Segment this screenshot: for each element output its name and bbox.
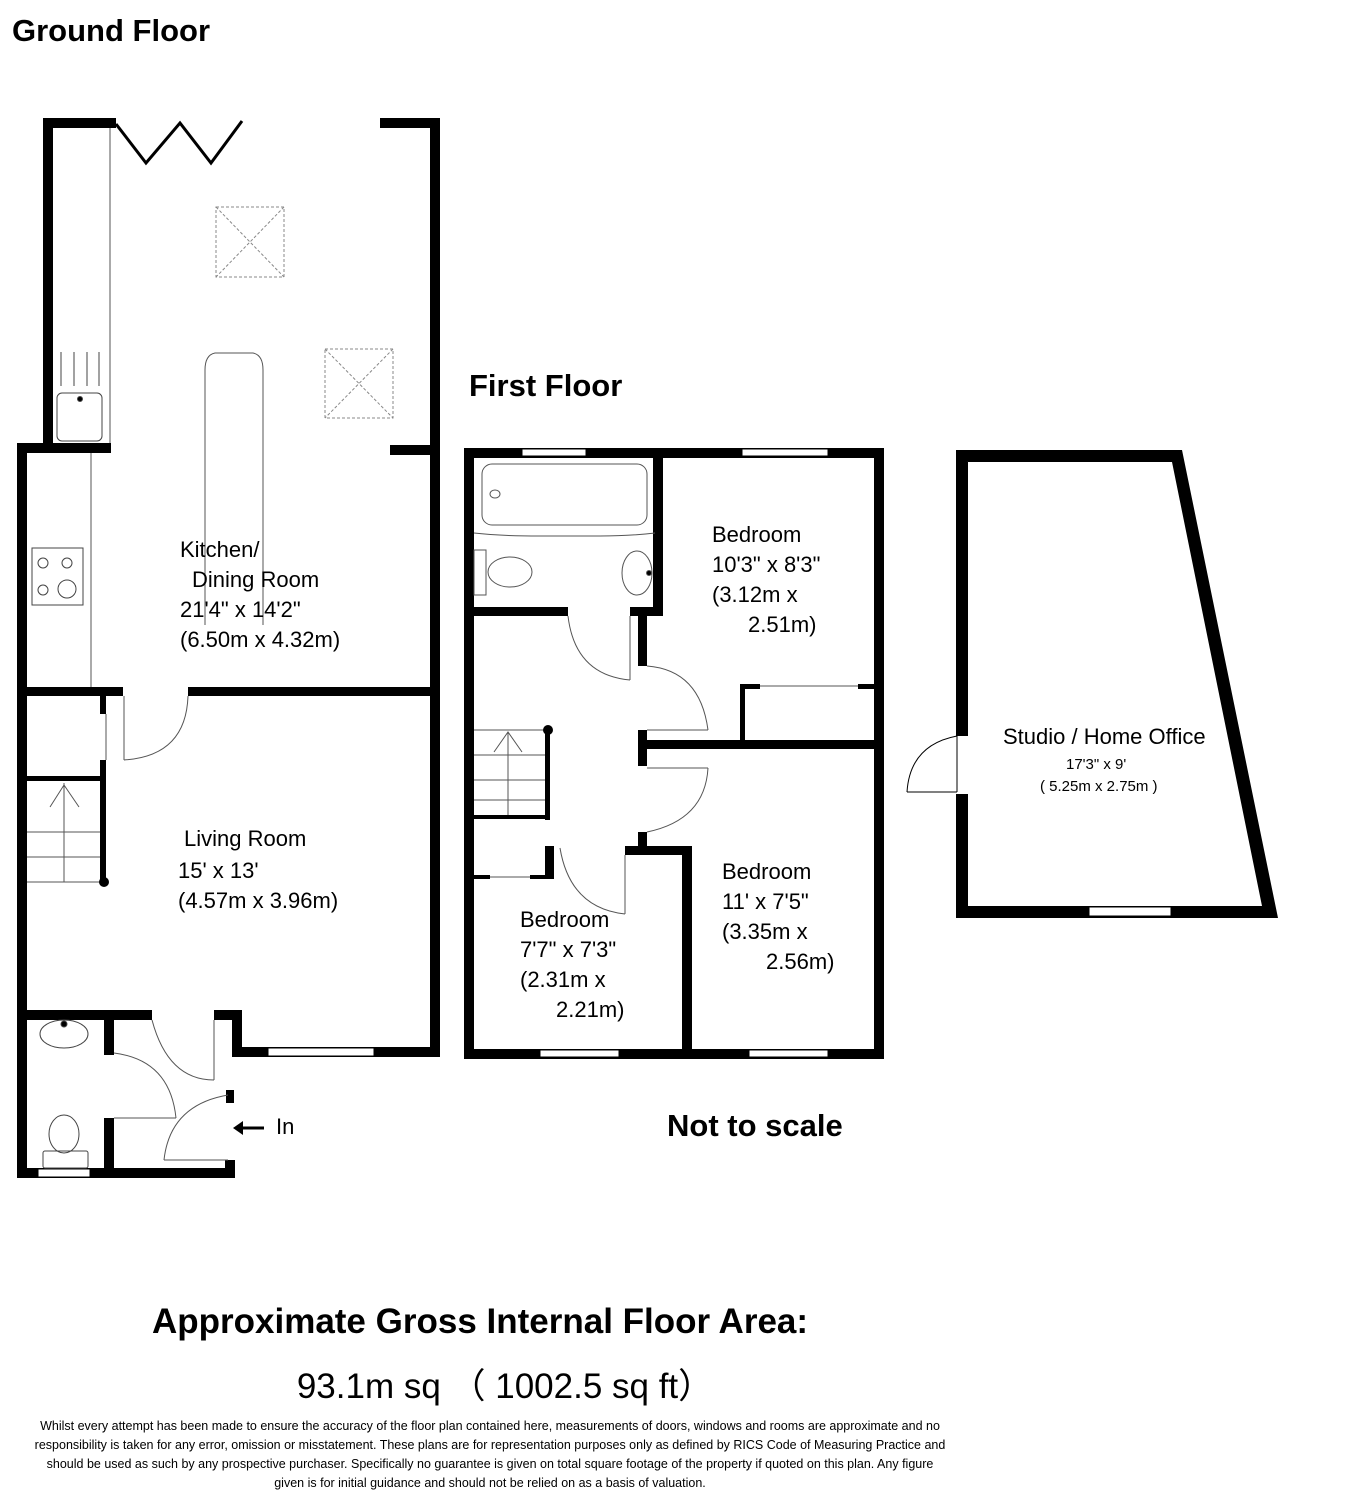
door-swing-icon — [490, 615, 858, 915]
room-name: Bedroom — [712, 522, 802, 547]
disclaimer-text: Whilst every attempt has been made to en… — [34, 1419, 946, 1490]
floor-area-value: 93.1m sq （ 1002.5 sq ft） — [296, 1367, 714, 1406]
bedroom-1-label: Bedroom 10'3" x 8'3" (3.12m x 2.51m) — [712, 520, 820, 640]
bedroom-2-label: Bedroom 11' x 7'5" (3.35m x 2.56m) — [722, 857, 834, 977]
window-icon — [521, 448, 829, 1058]
kitchen-room-label: Kitchen/ Dining Room 21'4" x 14'2" (6.50… — [180, 535, 340, 655]
room-name: Bedroom — [520, 907, 610, 932]
room-dimensions-imperial: 15' x 13' — [178, 858, 259, 883]
kitchen-island — [204, 352, 264, 625]
room-name: Kitchen/ — [180, 537, 260, 562]
door-swing-icon — [906, 735, 958, 793]
door-swing-icon — [105, 695, 229, 1161]
studio-dimensions-imperial: 17'3" x 9' — [1066, 756, 1127, 773]
window-icon — [1088, 906, 1172, 917]
room-dimensions-metric: (2.31m x — [520, 967, 606, 992]
toilet-icon — [42, 1114, 89, 1169]
room-dimensions-metric: (3.35m x — [722, 919, 808, 944]
studio-dimensions-metric: ( 5.25m x 2.75m ) — [1040, 778, 1158, 795]
room-dimensions-metric: 2.56m) — [766, 949, 835, 974]
studio-room-name: Studio / Home Office — [1003, 724, 1206, 749]
first-floor-title: First Floor — [469, 368, 623, 403]
ground-floor-plan — [17, 118, 440, 1178]
floor-area-title: Approximate Gross Internal Floor Area: — [151, 1302, 809, 1341]
room-name: Living Room — [184, 826, 307, 851]
bath-icon — [473, 463, 656, 537]
room-dimensions-imperial: 10'3" x 8'3" — [712, 552, 821, 577]
bedroom-3-label: Bedroom 7'7" x 7'3" (2.31m x 2.21m) — [520, 905, 624, 1025]
room-dimensions-metric: (6.50m x 4.32m) — [180, 627, 341, 652]
newel-post — [543, 725, 553, 735]
bifold-door-icon — [114, 120, 244, 166]
window-icon — [37, 1047, 375, 1178]
ground-floor-title: Ground Floor — [12, 13, 211, 48]
living-room-label: Living Room 15' x 13' (4.57m x 3.96m) — [178, 824, 338, 916]
first-floor-walls — [464, 448, 884, 1059]
first-floor-plan — [464, 448, 884, 1059]
room-dimensions-metric: (3.12m x — [712, 582, 798, 607]
staircase-icon — [474, 729, 545, 815]
outbuilding-plan — [906, 450, 1278, 918]
room-dimensions-imperial: 7'7" x 7'3" — [520, 937, 617, 962]
room-dimensions-metric: 2.51m) — [748, 612, 817, 637]
room-name: Dining Room — [192, 567, 320, 592]
kitchen-worktop — [90, 128, 111, 687]
entrance-arrow-icon — [233, 1121, 264, 1135]
entrance-label: In — [276, 1114, 295, 1139]
staircase-icon — [27, 783, 100, 883]
newel-post — [99, 877, 109, 887]
room-dimensions-metric: 2.21m) — [556, 997, 625, 1022]
room-dimensions-imperial: 21'4" x 14'2" — [180, 597, 301, 622]
toilet-icon — [473, 549, 533, 596]
studio-walls — [956, 450, 1278, 918]
basin-icon — [621, 550, 653, 596]
room-dimensions-imperial: 11' x 7'5" — [722, 889, 809, 914]
scale-note: Not to scale — [667, 1108, 843, 1143]
basin-icon — [39, 1019, 89, 1049]
sink-icon — [56, 352, 103, 442]
room-dimensions-metric: (4.57m x 3.96m) — [178, 888, 339, 913]
skylight-icon — [215, 206, 394, 419]
hob-icon — [31, 547, 84, 606]
room-name: Bedroom — [722, 859, 812, 884]
